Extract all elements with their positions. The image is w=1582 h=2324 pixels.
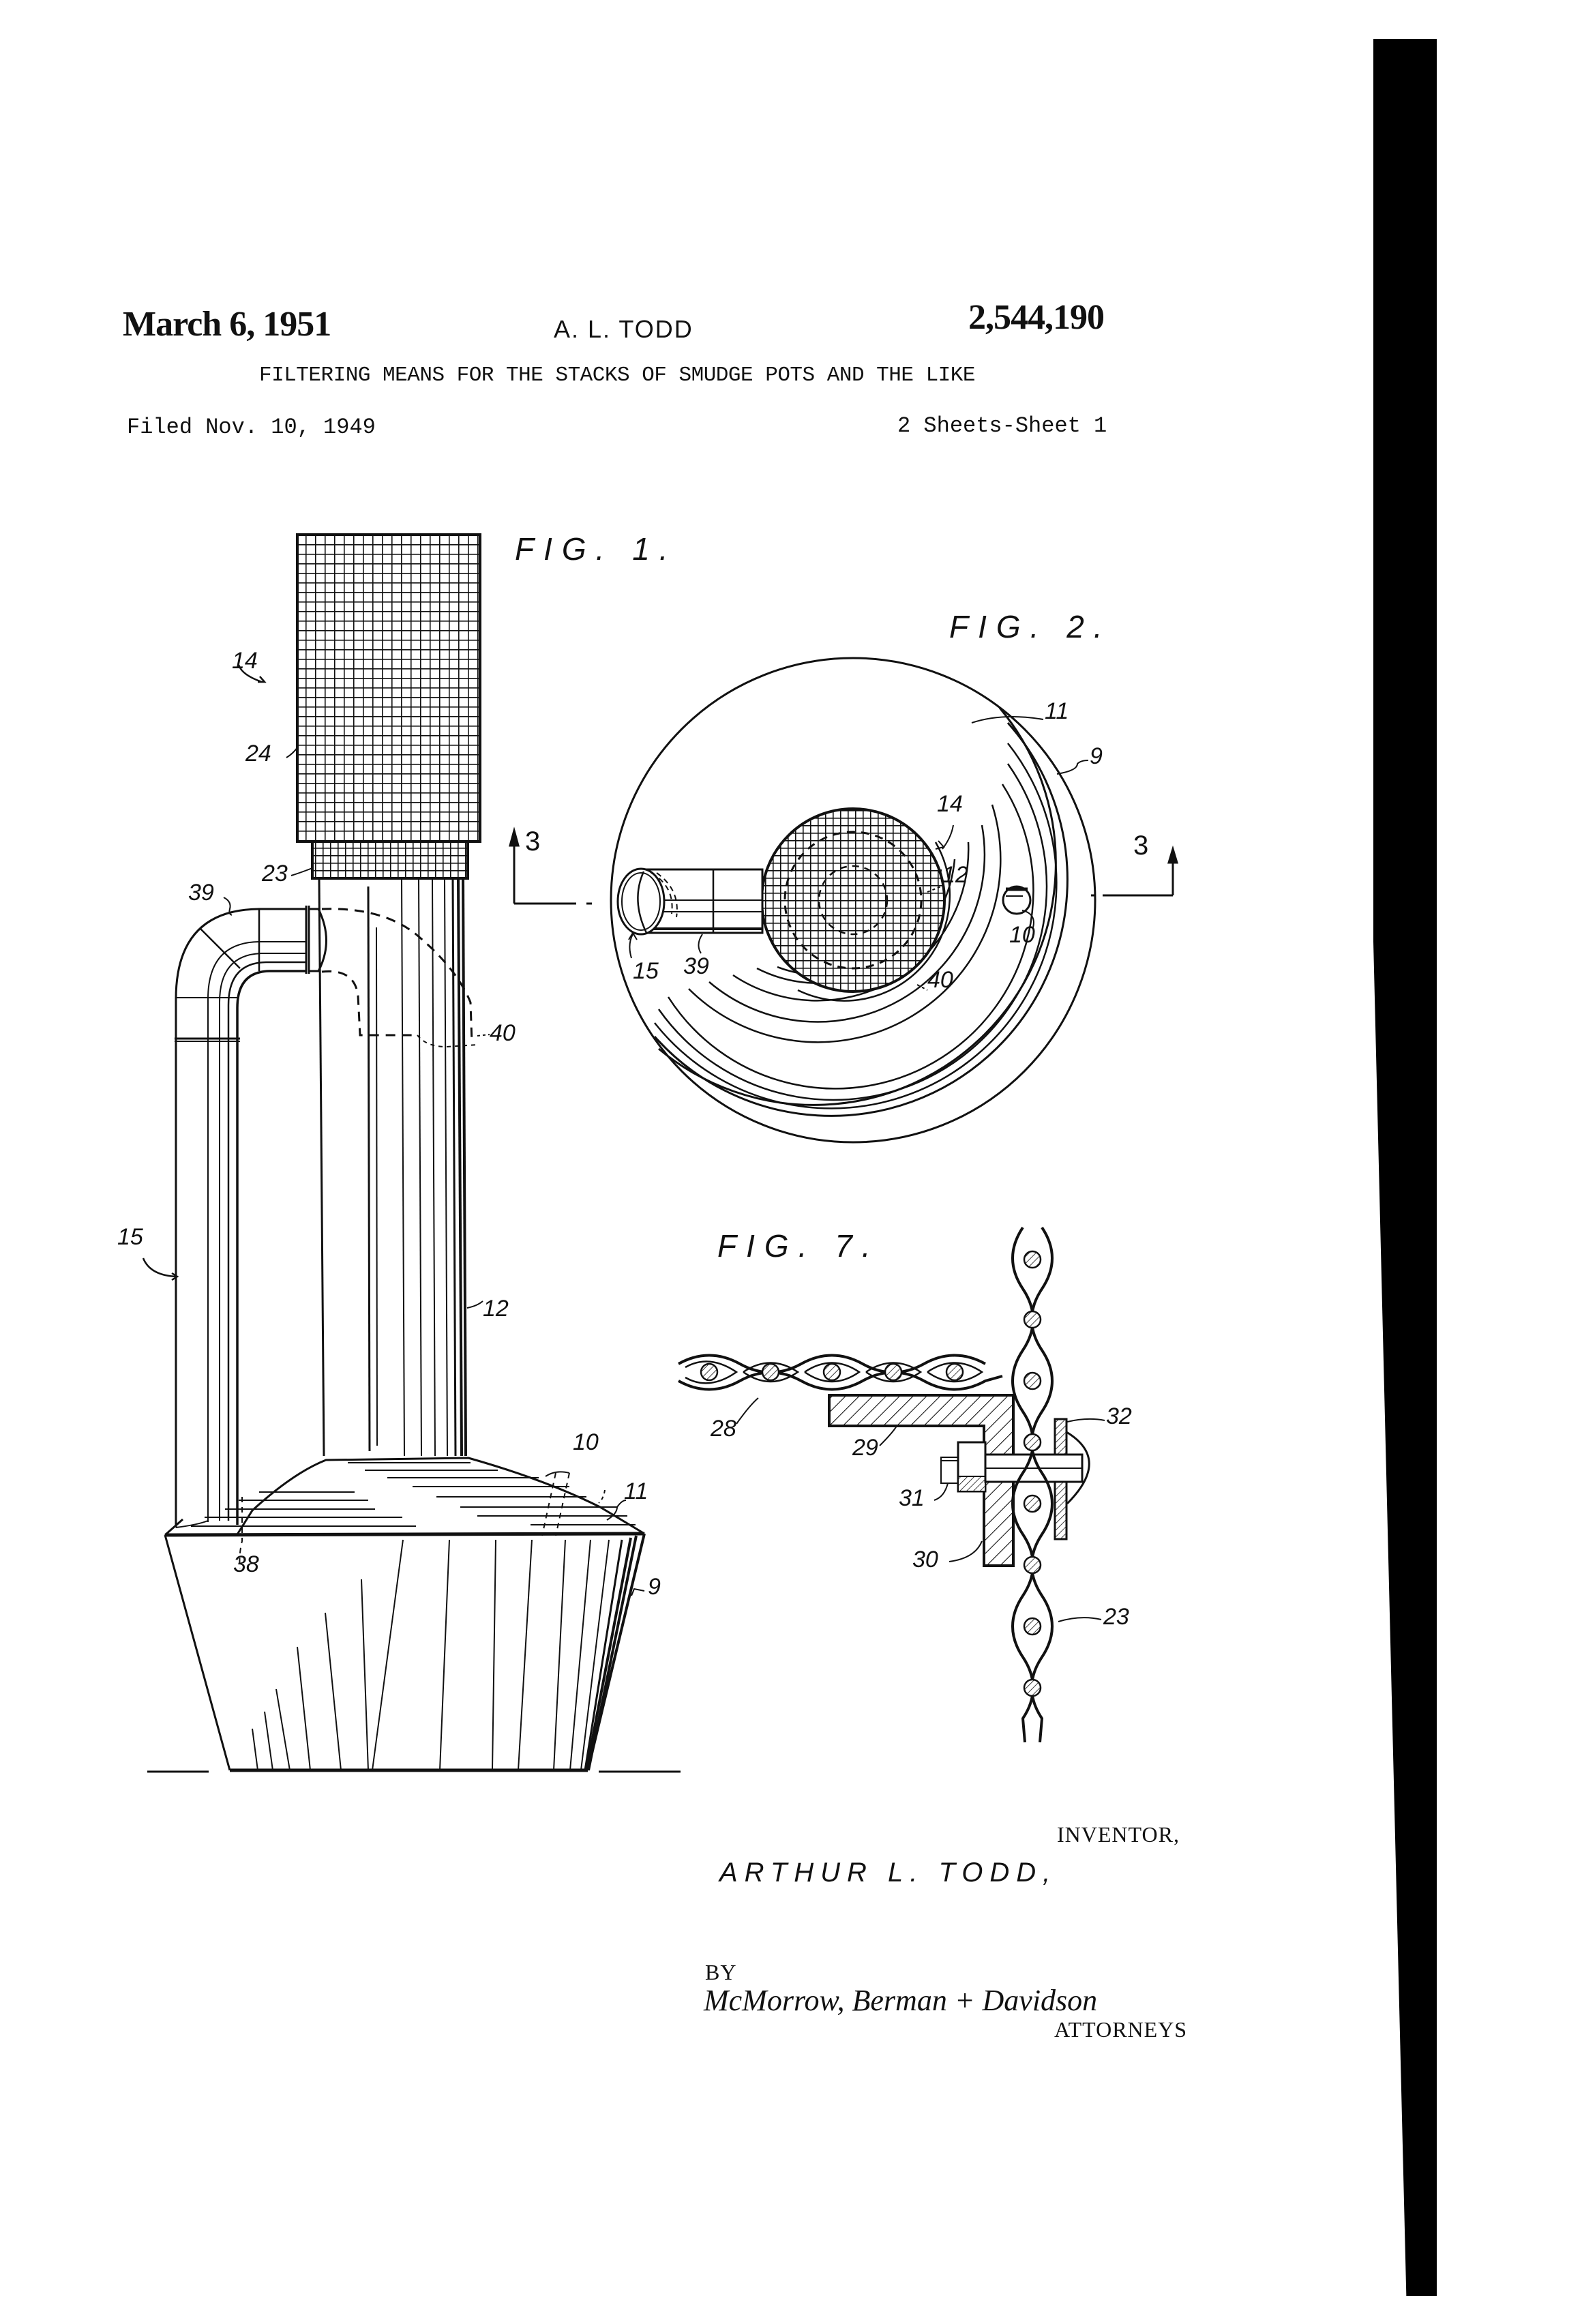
patent-title: FILTERING MEANS FOR THE STACKS OF SMUDGE… [259,363,975,387]
sheet-count: 2 Sheets-Sheet 1 [897,413,1107,438]
dome-11 [164,1457,645,1569]
attorney-signature: McMorrow, Berman + Davidson [704,1984,1098,2017]
fig2-ref-14: 14 [937,791,963,817]
inventor-short-name: A. L. TODD [554,315,693,343]
fig2-ref-39: 39 [683,953,709,979]
fig1-ref-38: 38 [233,1551,259,1577]
outer-rim-9 [610,657,1096,1144]
fig1-ref-15: 15 [117,1224,143,1250]
fig2-section-left-3: 3 [525,826,541,856]
inventor-label: INVENTOR, [1057,1822,1180,1847]
filter-cylinder-14 [296,533,481,843]
patent-date: March 6, 1951 [123,305,331,344]
collar-23 [311,840,469,880]
fig1-ref-9: 9 [648,1574,661,1600]
bypass-pipe-15 [175,906,327,1528]
filed-date: Filed Nov. 10, 1949 [127,415,376,440]
pipe-end-15 [616,867,666,936]
fig7-ref-32: 32 [1106,1403,1132,1429]
by-label: BY [705,1960,737,1984]
fig7-ref-28: 28 [711,1416,736,1442]
fig1-ref-10: 10 [573,1429,599,1455]
fig1-ref-39: 39 [188,880,214,906]
fig1-ref-11: 11 [624,1478,648,1504]
fig2-ref-40: 40 [927,967,953,993]
fig1-ref-14: 14 [232,648,258,674]
patent-number: 2,544,190 [968,298,1105,337]
filter-top-14 [760,807,946,993]
wire-mesh-28 [678,1354,1003,1391]
attorneys-label: ATTORNEYS [1054,2017,1188,2042]
fig7-ref-23: 23 [1103,1604,1129,1630]
stack-12 [318,878,467,1457]
fig1-ref-40: 40 [490,1020,516,1046]
fig2-ref-11-text: 11 [1045,698,1069,724]
fig1-ref-23: 23 [262,861,288,887]
figure-1-smudge-pot-elevation [142,533,681,1773]
fig2-ref-10: 10 [1009,922,1035,948]
fig7-label: FIG. 7. [717,1228,880,1264]
section-line-3-3 [509,826,1179,905]
fig1-label: FIG. 1. [515,531,678,567]
angle-bracket-29 [828,1394,1015,1567]
fig2-label: FIG. 2. [949,609,1112,644]
figure-2-top-plan [509,657,1179,1144]
fig2-section-right-3: 3 [1133,831,1149,861]
fig2-ref-9: 9 [1090,743,1103,769]
pot-base-9 [164,1532,646,1772]
fig2-ref-15: 15 [633,958,659,984]
vent-hole-10 [1002,885,1032,915]
figure-7-mesh-mount-detail [678,1226,1105,1743]
fig1-ref-24: 24 [245,741,271,766]
fig7-ref-30: 30 [912,1547,938,1573]
fig1-ref-12: 12 [483,1296,509,1322]
fig7-ref-31: 31 [899,1485,925,1511]
fig2-ref-12: 12 [942,862,968,888]
inventor-name: ARTHUR L. TODD, [719,1858,1058,1888]
fig7-ref-29: 29 [852,1435,878,1461]
wire-mesh-23 [1011,1226,1054,1743]
